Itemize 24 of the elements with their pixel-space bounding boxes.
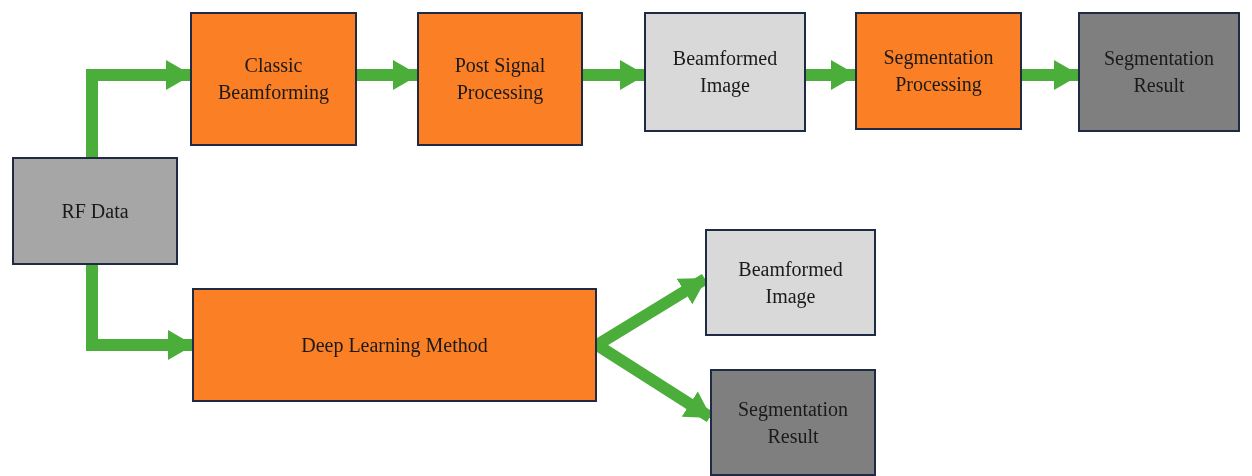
arrow: [86, 265, 194, 360]
process-box: [190, 12, 357, 146]
arrow: [583, 60, 646, 90]
arrow: [1022, 60, 1080, 90]
output-box: [705, 229, 876, 336]
box-label: Classic Beamforming: [216, 53, 331, 106]
arrow: [357, 60, 419, 90]
box-label: RF Data: [61, 198, 129, 224]
box-label: Beamformed Image: [671, 46, 779, 99]
arrow: [86, 60, 192, 157]
box-label: Segmentation Processing: [882, 45, 995, 98]
output-box: [1078, 12, 1240, 132]
process-box: [417, 12, 583, 146]
arrow: [806, 60, 857, 90]
box-label: Segmentation Result: [1103, 46, 1215, 98]
box-label: Post Signal Processing: [453, 53, 547, 106]
input-box: [12, 157, 178, 265]
process-box: [855, 12, 1022, 130]
output-box: [644, 12, 806, 132]
box-label: Beamformed Image: [737, 256, 844, 310]
output-box: [710, 369, 876, 476]
box-label: Segmentation Result: [737, 396, 849, 449]
process-box: [192, 288, 597, 402]
box-label: Deep Learning Method: [301, 332, 488, 359]
